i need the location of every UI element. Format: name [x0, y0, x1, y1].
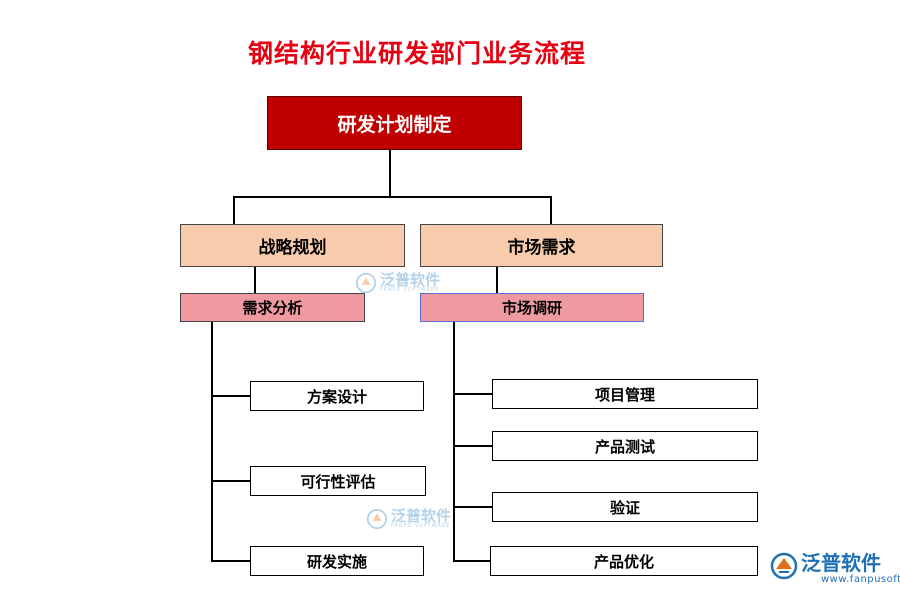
leaf-verification: 验证 [492, 492, 758, 522]
watermark: 泛普软件 FANPU SOFTWARE [366, 508, 451, 530]
fanpu-logo-icon [355, 272, 377, 294]
fanpu-logo-icon [770, 552, 798, 580]
logo-url: www.fanpusoft.com [821, 574, 900, 585]
leaf-project-management: 项目管理 [492, 379, 758, 409]
brand-logo: 泛普软件 www.fanpusoft.com [770, 552, 900, 585]
diagram-title: 钢结构行业研发部门业务流程 [248, 39, 587, 68]
watermark-en: FANPU SOFTWARE [380, 287, 440, 293]
watermark: 泛普软件 FANPU SOFTWARE [355, 272, 440, 294]
logo-name: 泛普软件 [801, 551, 881, 575]
node-root: 研发计划制定 [267, 96, 522, 150]
watermark-name: 泛普软件 [380, 271, 441, 289]
node-strategy: 战略规划 [180, 224, 405, 267]
fanpu-logo-icon [366, 508, 388, 530]
leaf-product-testing: 产品测试 [492, 431, 758, 461]
node-requirement-analysis: 需求分析 [180, 293, 365, 322]
leaf-product-optimization: 产品优化 [490, 546, 758, 576]
node-market-demand: 市场需求 [420, 224, 663, 267]
leaf-rd-implementation: 研发实施 [250, 546, 424, 576]
watermark-name: 泛普软件 [391, 507, 452, 525]
watermark-en: FANPU SOFTWARE [391, 523, 451, 529]
leaf-solution-design: 方案设计 [250, 381, 424, 411]
node-market-research: 市场调研 [420, 293, 644, 322]
leaf-feasibility-assessment: 可行性评估 [250, 466, 426, 496]
